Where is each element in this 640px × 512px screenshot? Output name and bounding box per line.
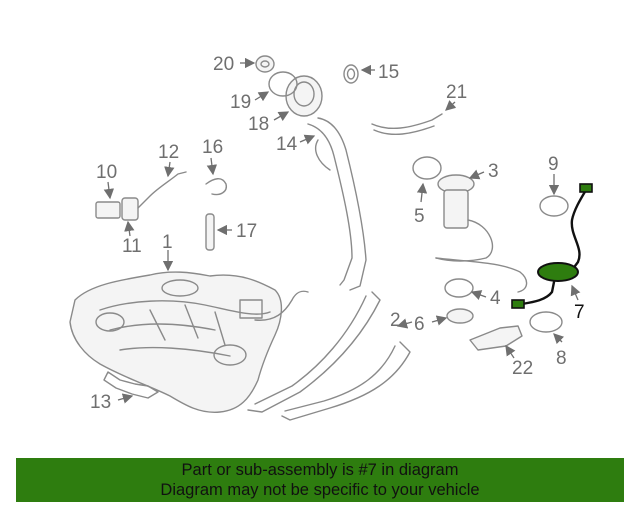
callout-3: 3 (488, 161, 499, 182)
pump-assembly (435, 174, 528, 293)
callout-6: 6 (414, 314, 425, 335)
fuel-line (137, 171, 187, 209)
banner-line-disclaimer: Diagram may not be specific to your vehi… (160, 481, 480, 499)
callout-7: 7 (574, 302, 585, 323)
callout-15: 15 (378, 62, 399, 83)
filler-gasket (268, 71, 298, 97)
hose-clamp (343, 64, 359, 84)
callout-1: 1 (162, 232, 173, 253)
seal-ring-6 (446, 308, 474, 324)
callout-12: 12 (158, 142, 179, 163)
seal-ring-5 (412, 156, 442, 180)
pump-shield (469, 325, 523, 351)
fuel-cap (255, 55, 275, 73)
tank-strap (247, 291, 411, 421)
info-banner: Part or sub-assembly is #7 in diagram Di… (16, 458, 624, 502)
callout-18: 18 (248, 114, 269, 135)
callout-labels: 20 19 18 15 14 21 10 11 12 16 17 1 2 3 5… (90, 54, 585, 413)
sender-unit-highlight (511, 183, 593, 309)
callout-13: 13 (90, 392, 111, 413)
callout-8: 8 (556, 348, 567, 369)
callout-16: 16 (202, 137, 223, 158)
callout-5: 5 (414, 206, 425, 227)
lock-ring-4 (444, 278, 474, 298)
seal-ring-8 (529, 311, 563, 333)
banner-line-part: Part or sub-assembly is #7 in diagram (181, 461, 459, 479)
vent-hose (371, 113, 443, 136)
callout-10: 10 (96, 162, 117, 183)
callout-19: 19 (230, 92, 251, 113)
leader-lines (103, 57, 581, 404)
callout-14: 14 (276, 134, 298, 155)
drain-tube (205, 213, 215, 251)
filler-pipe (307, 117, 367, 291)
fuel-filter (95, 197, 139, 221)
heat-shield (103, 371, 159, 399)
callout-20: 20 (213, 54, 234, 75)
callout-17: 17 (236, 221, 257, 242)
callout-2: 2 (390, 310, 401, 331)
callout-9: 9 (548, 154, 559, 175)
callout-22: 22 (512, 358, 533, 379)
breather-hose (205, 178, 227, 196)
filler-housing (285, 75, 323, 117)
callout-11: 11 (122, 236, 142, 257)
callout-21: 21 (446, 82, 467, 103)
callout-4: 4 (490, 288, 501, 309)
lock-ring-9 (539, 195, 569, 217)
fuel-tank (69, 271, 309, 413)
